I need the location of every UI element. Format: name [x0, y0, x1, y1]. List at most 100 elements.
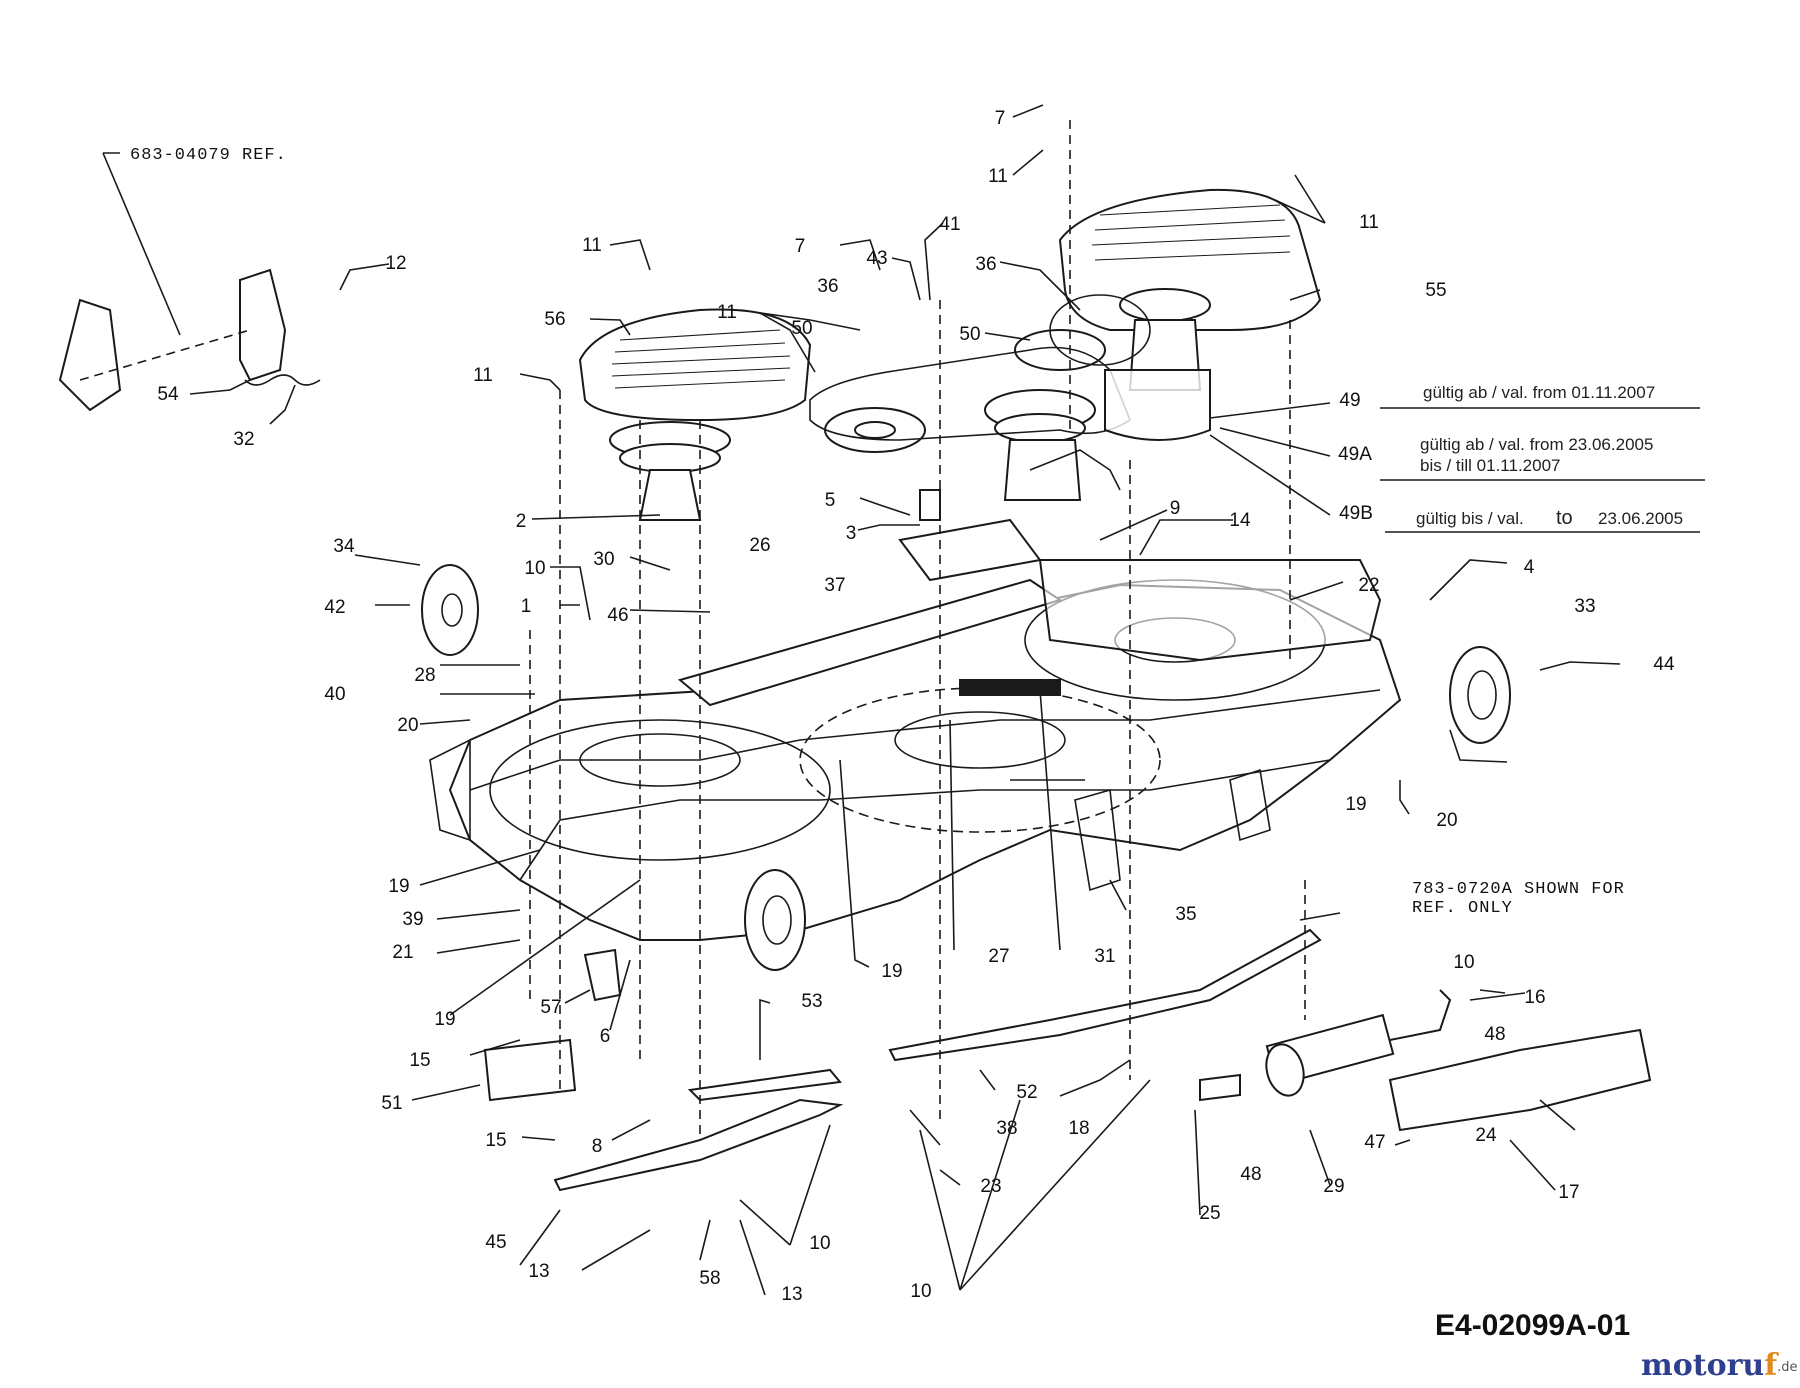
callout-49: 49: [1339, 390, 1360, 411]
callout-30: 30: [593, 549, 614, 570]
callout-25: 25: [1199, 1203, 1220, 1224]
callout-11-mid: 11: [717, 302, 737, 323]
idler-arm: [898, 449, 1121, 696]
callout-34: 34: [333, 536, 355, 557]
callout-26: 26: [749, 535, 770, 556]
callout-29: 29: [1323, 1176, 1344, 1197]
decal-and-bracket: [483, 948, 622, 1102]
callout-15-top: 15: [409, 1050, 430, 1071]
callout-53: 53: [801, 991, 822, 1012]
callout-7-left: 7: [795, 236, 806, 257]
leader-lines: [102, 104, 1621, 1296]
callout-19-right: 19: [1345, 794, 1366, 815]
bracket-ref-note: 683-04079 REF.: [130, 146, 287, 165]
callout-11-right: 11: [1359, 212, 1379, 233]
callout-36-left: 36: [817, 276, 838, 297]
callout-27: 27: [988, 946, 1009, 967]
callout-41: 41: [939, 214, 960, 235]
lift-bracket: [58, 268, 321, 412]
callout-42: 42: [324, 597, 345, 618]
callout-15-bottom: 15: [485, 1130, 506, 1151]
callout-10-left: 10: [524, 558, 545, 579]
logo-accent-text: f: [1764, 1348, 1779, 1383]
callout-10-bottom: 10: [910, 1281, 931, 1302]
callout-19-bottom: 19: [434, 1009, 455, 1030]
callout-48-bottom: 48: [1240, 1164, 1261, 1185]
callout-4: 4: [1524, 557, 1535, 578]
left-pulley-cover: [578, 308, 812, 422]
reference-notes: 683-04079 REF. 783-0720A SHOWN FOR REF. …: [130, 146, 1625, 918]
callout-33: 33: [1574, 596, 1595, 617]
validity-49B-prefix: gültig bis / val.: [1416, 509, 1524, 528]
callout-39: 39: [402, 909, 423, 930]
collector-ref-note-line2: REF. ONLY: [1412, 899, 1513, 918]
callout-1: 1: [521, 596, 532, 617]
callout-40: 40: [324, 684, 345, 705]
callout-24: 24: [1475, 1125, 1497, 1146]
callout-58: 58: [699, 1268, 720, 1289]
collector-assembly: [1199, 989, 1652, 1132]
callout-9: 9: [1170, 498, 1181, 519]
callout-14: 14: [1229, 510, 1251, 531]
callout-49B: 49B: [1339, 503, 1373, 524]
drawing-number: E4-02099A-01: [1435, 1309, 1630, 1342]
callout-11-left: 11: [473, 365, 493, 386]
callout-11-top: 11: [988, 166, 1008, 187]
callout-10-blade: 10: [809, 1233, 830, 1254]
callout-23: 23: [980, 1176, 1001, 1197]
callout-43: 43: [866, 248, 887, 269]
validity-49A-line1: gültig ab / val. from 23.06.2005: [1420, 435, 1653, 454]
callout-38: 38: [996, 1118, 1017, 1139]
callout-44: 44: [1653, 654, 1675, 675]
callout-36-right: 36: [975, 254, 996, 275]
callout-55: 55: [1425, 280, 1446, 301]
callout-13-right: 13: [781, 1284, 802, 1305]
callout-57: 57: [540, 997, 561, 1018]
callout-7-top: 7: [995, 108, 1006, 129]
callout-17: 17: [1558, 1182, 1579, 1203]
validity-49B-date: 23.06.2005: [1598, 509, 1683, 528]
callout-37: 37: [824, 575, 845, 596]
right-pulley-cover: [1058, 188, 1322, 331]
callout-56: 56: [544, 309, 565, 330]
callout-45: 45: [485, 1232, 506, 1253]
validity-notes: gültig ab / val. from 01.11.2007 gültig …: [1209, 383, 1705, 533]
callout-54: 54: [157, 384, 179, 405]
callout-5: 5: [825, 490, 836, 511]
callout-labels: 7 11 11 12 11 7 41 43 36 36 55 56 11 50 …: [157, 108, 1675, 1305]
callout-20-right: 20: [1436, 810, 1457, 831]
callout-2: 2: [516, 511, 527, 532]
callout-46: 46: [607, 605, 628, 626]
callout-49A: 49A: [1338, 444, 1372, 465]
callout-16: 16: [1524, 987, 1545, 1008]
callout-10-right: 10: [1453, 952, 1474, 973]
callout-20-left: 20: [397, 715, 418, 736]
callout-47: 47: [1364, 1132, 1385, 1153]
logo-main-text: motoru: [1641, 1348, 1764, 1383]
svg-text:motoruf.de: motoruf.de: [1641, 1348, 1798, 1383]
callout-8: 8: [592, 1136, 603, 1157]
callout-11-left-top: 11: [582, 235, 602, 256]
logo-suffix-text: .de: [1777, 1360, 1797, 1375]
spindle-assemblies: [609, 288, 1211, 521]
validity-49B-to: to: [1556, 507, 1573, 529]
callout-32: 32: [233, 429, 254, 450]
callout-21: 21: [392, 942, 413, 963]
motoruf-logo: motoruf.de: [1641, 1348, 1798, 1383]
callout-3: 3: [846, 523, 857, 544]
callout-51: 51: [381, 1093, 402, 1114]
callout-48-top: 48: [1484, 1024, 1505, 1045]
callout-12: 12: [385, 253, 406, 274]
callout-35: 35: [1175, 904, 1196, 925]
callout-18: 18: [1068, 1118, 1089, 1139]
center-baffle: [677, 559, 1382, 707]
callout-19-left: 19: [388, 876, 409, 897]
callout-50-right: 50: [959, 324, 980, 345]
validity-49: gültig ab / val. from 01.11.2007: [1423, 383, 1655, 402]
callout-28: 28: [414, 665, 435, 686]
drive-belt: [809, 346, 1211, 441]
validity-49A-line2: bis / till 01.11.2007: [1420, 456, 1561, 475]
gauge-wheels: [421, 564, 1511, 971]
collector-ref-note-line1: 783-0720A SHOWN FOR: [1412, 880, 1625, 899]
